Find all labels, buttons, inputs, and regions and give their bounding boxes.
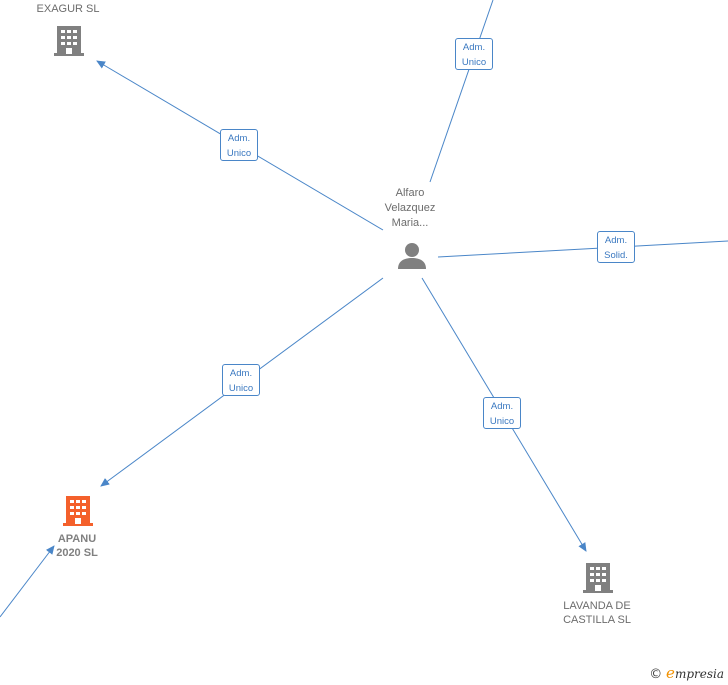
edge-label-exagur-type: Unico [226, 148, 252, 159]
edge-label-apanu-type: Unico [228, 383, 254, 394]
apanu-name-line-2: 2020 SL [56, 547, 98, 559]
lavanda-name-line-1: LAVANDA DE [563, 600, 631, 612]
lavanda-name[interactable]: LAVANDA DE CASTILLA SL [548, 599, 646, 627]
brand-logo-text: mpresia [674, 667, 724, 681]
edge-label-exagur[interactable]: Adm. Unico [220, 129, 258, 161]
edge-label-apanu-role: Adm. [229, 368, 253, 379]
edge-label-right-type: Solid. [604, 250, 628, 261]
copyright-icon: © [649, 667, 663, 682]
edge-label-right-role: Adm. [604, 235, 628, 246]
edge-right[interactable] [437, 240, 728, 258]
exagur-name[interactable]: EXAGUR SL [18, 2, 118, 16]
apanu-name[interactable]: APANU 2020 SL [38, 532, 116, 560]
person-name-line-1: Alfaro [395, 187, 425, 199]
brand-footer[interactable]: © empresia [649, 664, 724, 682]
lavanda-name-line-2: CASTILLA SL [563, 614, 631, 626]
edge-label-lavanda-type: Unico [489, 416, 515, 427]
edge-label-exagur-role: Adm. [227, 133, 251, 144]
edge-label-apanu[interactable]: Adm. Unico [222, 364, 260, 396]
person-name-line-3: Maria... [391, 217, 429, 229]
edge-label-top-role: Adm. [462, 42, 486, 53]
exagur-name-line-1: EXAGUR SL [36, 3, 100, 15]
edge-label-top-type: Unico [461, 57, 487, 68]
apanu-building-icon[interactable] [63, 496, 93, 526]
edge-top[interactable] [429, 0, 494, 183]
apanu-name-line-1: APANU [57, 533, 97, 545]
edge-label-lavanda-role: Adm. [490, 401, 514, 412]
person-name[interactable]: Alfaro Velazquez Maria... [370, 186, 450, 231]
person-icon[interactable] [398, 243, 426, 269]
brand-logo-e: e [666, 664, 675, 682]
edge-bottom-left[interactable] [0, 545, 55, 618]
edge-label-lavanda[interactable]: Adm. Unico [483, 397, 521, 429]
lavanda-building-icon[interactable] [583, 563, 613, 593]
edge-label-right[interactable]: Adm. Solid. [597, 231, 635, 263]
exagur-building-icon[interactable] [54, 24, 84, 56]
person-name-line-2: Velazquez [384, 202, 436, 214]
edge-label-top[interactable]: Adm. Unico [455, 38, 493, 70]
